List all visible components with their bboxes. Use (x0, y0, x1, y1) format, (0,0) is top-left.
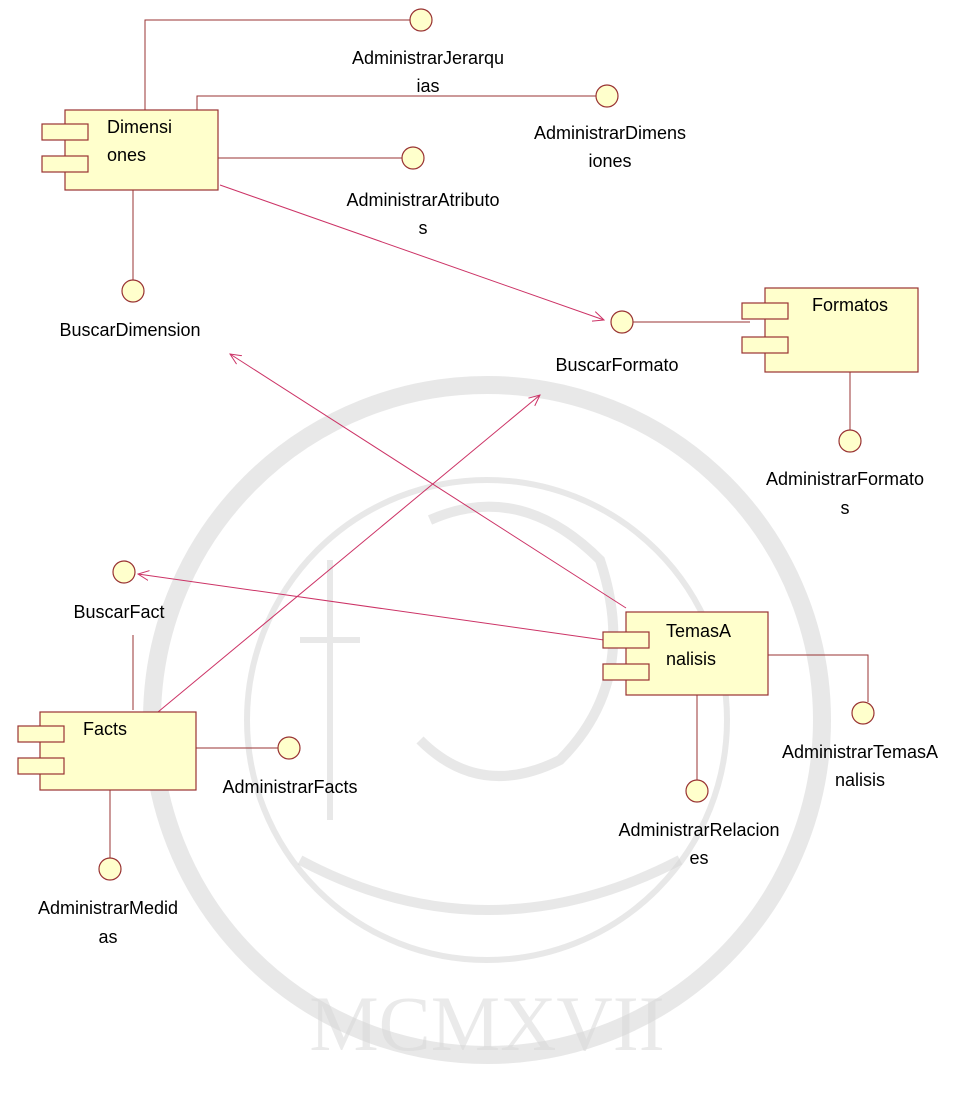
component-facts[interactable]: Facts (17, 711, 197, 791)
interface-label-line2: nalisis (835, 770, 885, 790)
interface-circle-icon (595, 84, 619, 108)
dependency-temas-buscardimension (230, 354, 627, 609)
dependency-temas-buscarfact (138, 574, 605, 641)
interface-administrar-temas-analisis[interactable]: AdministrarTemasA nalisis (782, 701, 938, 790)
component-port-icon (602, 631, 650, 649)
component-label-line1: Dimensi (107, 117, 172, 137)
interface-buscar-dimension[interactable]: BuscarDimension (59, 279, 201, 340)
interface-circle-icon (838, 429, 862, 453)
interface-circle-icon (98, 857, 122, 881)
interface-buscar-formato[interactable]: BuscarFormato (555, 310, 679, 375)
component-port-icon (741, 336, 789, 354)
interface-circle-icon (851, 701, 875, 725)
interface-label-line1: AdministrarFormato (766, 469, 924, 489)
component-label-line2: ones (107, 145, 146, 165)
interface-administrar-jerarquias[interactable]: AdministrarJerarqu ias (352, 8, 504, 96)
component-label-line2: nalisis (666, 649, 716, 669)
interface-buscar-fact[interactable]: BuscarFact (73, 560, 165, 622)
interface-circle-icon (409, 8, 433, 32)
interface-label-line2: es (689, 848, 708, 868)
interface-administrar-facts[interactable]: AdministrarFacts (222, 736, 358, 797)
interface-label-line1: BuscarFormato (555, 355, 678, 375)
watermark-seal: MCMXVII (143, 376, 831, 1067)
interface-circle-icon (277, 736, 301, 760)
component-formatos[interactable]: Formatos (741, 287, 919, 373)
component-temas-analisis[interactable]: TemasA nalisis (602, 611, 769, 696)
interface-label-line1: AdministrarRelacion (618, 820, 779, 840)
component-label-line1: Facts (83, 719, 127, 739)
interface-label-line1: AdministrarDimens (534, 123, 686, 143)
interface-label-line1: AdministrarJerarqu (352, 48, 504, 68)
interface-administrar-atributos[interactable]: AdministrarAtributo s (346, 146, 500, 238)
dependency-dimensiones-buscarformato (219, 184, 604, 320)
dependencies (138, 184, 627, 713)
dependency-facts-buscarformato (157, 395, 540, 713)
interface-label-line1: BuscarFact (73, 602, 164, 622)
interface-label-line1: AdministrarAtributo (346, 190, 499, 210)
component-label-line1: Formatos (812, 295, 888, 315)
component-port-icon (41, 123, 89, 141)
interface-label-line1: AdministrarTemasA (782, 742, 938, 762)
interface-label-line1: AdministrarFacts (222, 777, 357, 797)
interface-administrar-medidas[interactable]: AdministrarMedid as (38, 857, 178, 947)
interface-circle-icon (112, 560, 136, 584)
interface-administrar-relaciones[interactable]: AdministrarRelacion es (618, 779, 780, 868)
interface-label-line2: as (98, 927, 117, 947)
component-dimensiones[interactable]: Dimensi ones (41, 109, 219, 191)
watermark-year: MCMXVII (309, 980, 664, 1067)
interface-circle-icon (685, 779, 709, 803)
component-port-icon (41, 155, 89, 173)
component-port-icon (741, 302, 789, 320)
component-port-icon (17, 725, 65, 743)
interface-label-line2: ias (416, 76, 439, 96)
interface-administrar-dimensiones[interactable]: AdministrarDimens iones (534, 84, 686, 171)
interface-circle-icon (401, 146, 425, 170)
component-port-icon (602, 663, 650, 681)
connectors (109, 19, 869, 858)
interface-label-line2: s (841, 498, 850, 518)
component-port-icon (17, 757, 65, 775)
interface-administrar-formatos[interactable]: AdministrarFormato s (766, 429, 924, 518)
interface-label-line2: s (419, 218, 428, 238)
interface-circle-icon (121, 279, 145, 303)
interface-label-line2: iones (588, 151, 631, 171)
component-label-line1: TemasA (666, 621, 731, 641)
interface-circle-icon (610, 310, 634, 334)
interface-label-line1: BuscarDimension (59, 320, 200, 340)
interface-label-line1: AdministrarMedid (38, 898, 178, 918)
